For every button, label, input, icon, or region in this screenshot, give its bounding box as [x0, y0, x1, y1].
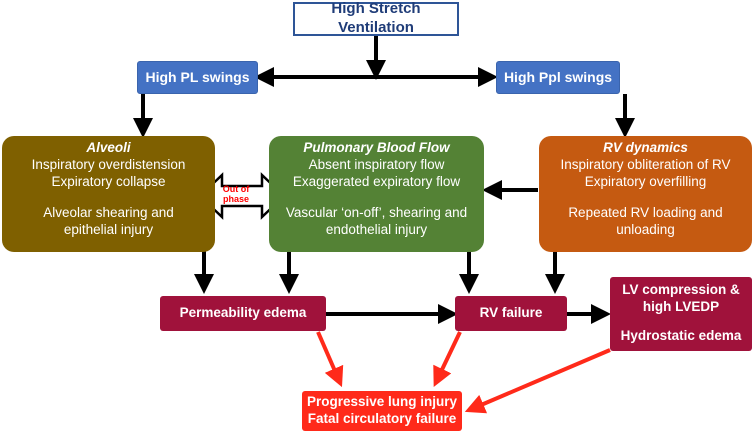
red-arrow-lv	[464, 348, 611, 414]
blood-flow-line-1: Absent inspiratory flow	[308, 156, 445, 172]
red-arrow-rv	[433, 331, 462, 388]
final-line-1: Progressive lung injury	[306, 394, 458, 410]
rv-dynamics-line-4: unloading	[616, 221, 675, 237]
blood-flow-line-3: Vascular ‘on-off’, shearing and	[285, 204, 468, 220]
high-pl-swings-box: High PL swings	[137, 61, 258, 94]
rv-dynamics-line-1: Inspiratory obliteration of RV	[560, 156, 731, 172]
lv-line-1: LV compression &	[622, 282, 740, 297]
out-of-phase-label: Out of phase	[222, 184, 250, 205]
pulmonary-blood-flow-title: Pulmonary Blood Flow	[303, 140, 450, 155]
rv-dynamics-line-2: Expiratory overfilling	[584, 173, 707, 189]
blood-flow-line-4: endothelial injury	[325, 221, 428, 237]
alveoli-line-2: Expiratory collapse	[51, 173, 166, 189]
alveoli-line-3: Alveolar shearing and	[43, 204, 174, 220]
high-stretch-ventilation-label: High Stretch Ventilation	[331, 0, 421, 36]
high-ppl-swings-label: High Ppl swings	[503, 68, 613, 85]
high-ppl-swings-box: High Ppl swings	[496, 61, 620, 94]
final-outcome-box: Progressive lung injury Fatal circulator…	[302, 391, 462, 431]
permeability-edema-label: Permeability edema	[179, 305, 307, 321]
rv-dynamics-line-3: Repeated RV loading and	[568, 204, 723, 220]
pulmonary-blood-flow-box: Pulmonary Blood Flow Absent inspiratory …	[269, 136, 484, 252]
permeability-edema-box: Permeability edema	[160, 296, 326, 331]
rv-failure-label: RV failure	[479, 305, 543, 321]
rv-dynamics-box: RV dynamics Inspiratory obliteration of …	[539, 136, 752, 252]
alveoli-line-4: epithelial injury	[63, 221, 154, 237]
lv-compression-box: LV compression & high LVEDP Hydrostatic …	[610, 277, 752, 351]
high-pl-swings-label: High PL swings	[145, 68, 250, 85]
blood-flow-line-2: Exaggerated expiratory flow	[292, 173, 461, 189]
final-line-2: Fatal circulatory failure	[307, 411, 457, 426]
high-stretch-ventilation-box: High Stretch Ventilation	[293, 0, 459, 36]
rv-failure-box: RV failure	[455, 296, 567, 331]
lv-line-2: high LVEDP	[642, 298, 720, 314]
lv-line-3: Hydrostatic edema	[620, 327, 742, 343]
alveoli-box: Alveoli Inspiratory overdistension Expir…	[2, 136, 215, 252]
alveoli-line-1: Inspiratory overdistension	[31, 156, 186, 172]
alveoli-title: Alveoli	[86, 140, 131, 155]
red-arrow-edema	[316, 331, 344, 388]
rv-dynamics-title: RV dynamics	[603, 140, 688, 155]
